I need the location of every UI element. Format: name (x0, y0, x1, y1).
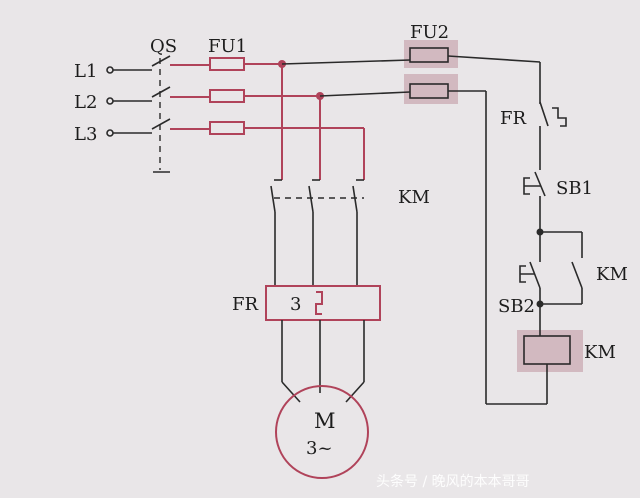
qs-switch (151, 55, 171, 173)
fu2-fuse-1 (409, 47, 449, 63)
label-km-main: KM (398, 187, 430, 208)
label-fr-ctrl: FR (500, 108, 526, 129)
sb2-button-mark (519, 265, 535, 283)
fr-body (265, 285, 381, 321)
supply-terminals (106, 66, 152, 137)
motor-symbol (275, 385, 369, 479)
junction-l1 (278, 60, 286, 68)
fu1-fuse-l3 (209, 121, 245, 135)
km-main-contacts (270, 179, 364, 286)
l1-terminal (106, 66, 114, 74)
fr-element (315, 291, 323, 315)
label-fu2: FU2 (410, 22, 449, 43)
label-l2: L2 (74, 92, 97, 113)
fu2-top-highlight (404, 40, 458, 68)
control-circuit (281, 47, 583, 405)
label-km-coil: KM (584, 342, 616, 363)
km-coil-highlight (517, 330, 583, 372)
watermark-text: 头条号 / 晚风的本本哥哥 (376, 473, 530, 490)
fr-contact-mark (552, 107, 567, 127)
label-sb1: SB1 (556, 178, 593, 199)
main-circuit (170, 57, 365, 180)
label-l3: L3 (74, 124, 97, 145)
label-l1: L1 (74, 61, 97, 82)
fr-overload-main (265, 285, 381, 321)
l3-terminal (106, 129, 114, 137)
fu2-bottom-highlight (404, 74, 458, 104)
sb1-button-mark (523, 177, 541, 195)
label-motor-phase: 3~ (306, 438, 333, 459)
label-fu1: FU1 (208, 36, 247, 57)
label-motor: M (314, 409, 336, 433)
fu1-fuse-l2 (209, 89, 245, 103)
label-sb2: SB2 (498, 296, 535, 317)
l2-terminal (106, 97, 114, 105)
label-fr-main: FR (232, 294, 258, 315)
label-km-aux: KM (596, 264, 628, 285)
fu1-fuse-l1 (209, 57, 245, 71)
label-qs: QS (150, 36, 177, 57)
motor-feed (281, 320, 365, 403)
label-fr-element: 3 (290, 294, 301, 315)
